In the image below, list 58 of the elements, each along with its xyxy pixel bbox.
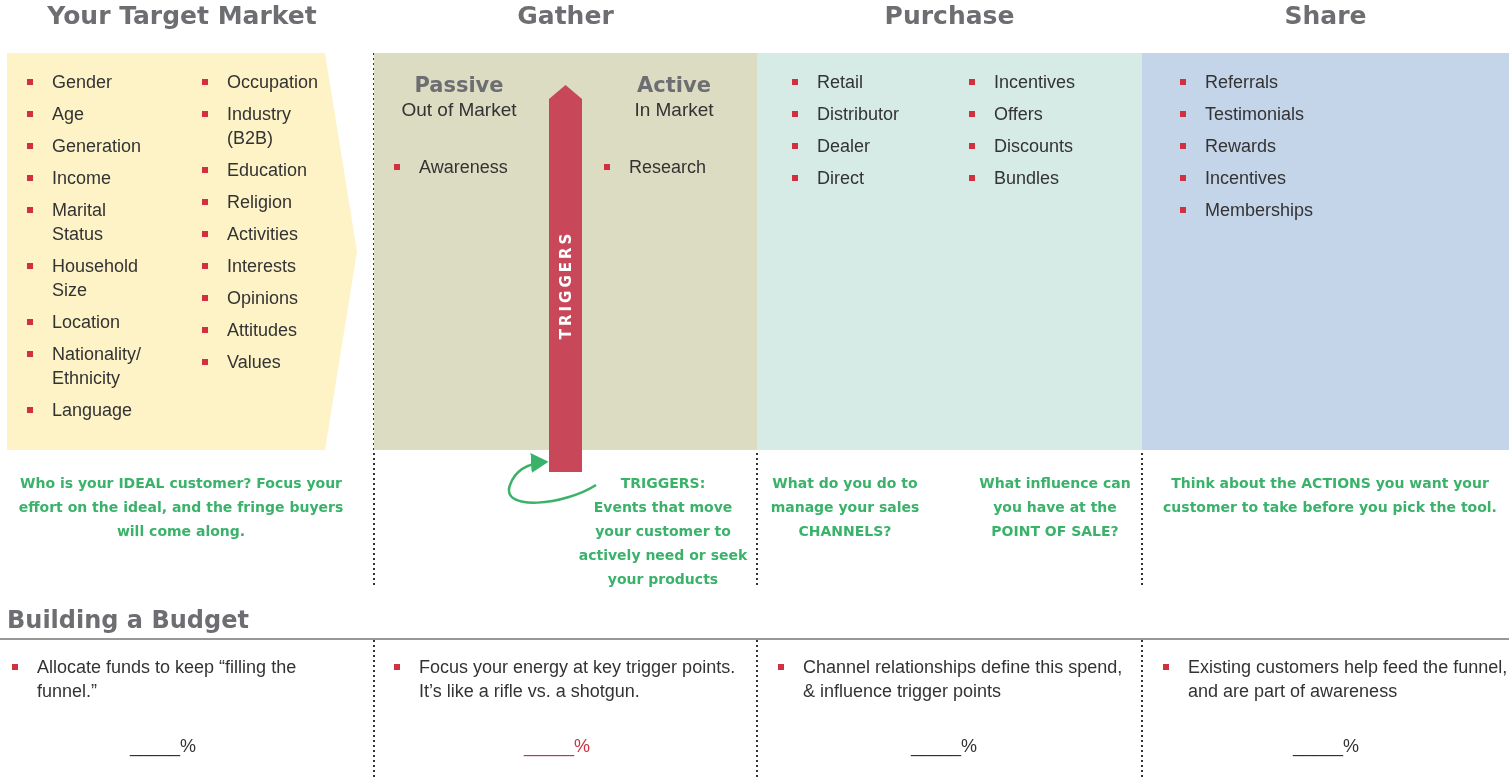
bullet-item: Activities: [202, 222, 332, 246]
bullet-item: Discounts: [969, 134, 1144, 158]
bullet-item: Research: [604, 155, 754, 179]
stage-title: Active: [636, 73, 712, 97]
bullet-item: Industry (B2B): [202, 102, 332, 150]
stage-title: Passive: [413, 73, 505, 97]
bullet-item: Retail: [792, 70, 967, 94]
bullet-item: Memberships: [1180, 198, 1355, 222]
bullet-item: Income: [27, 166, 157, 190]
bullet-item: Incentives: [969, 70, 1144, 94]
fill-in-line: _____%: [909, 736, 979, 757]
note-text: TRIGGERS:: [619, 474, 707, 493]
bullet-item: Dealer: [792, 134, 967, 158]
fill-in-line: _____%: [128, 736, 198, 757]
bullet-item: Offers: [969, 102, 1144, 126]
stage-subtitle: In Market: [633, 99, 715, 121]
column-heading: Share: [1283, 1, 1368, 30]
bullet-item: Values: [202, 350, 332, 374]
bullet-item: Age: [27, 102, 157, 126]
bullet-item: Distributor: [792, 102, 967, 126]
bullet-item: Religion: [202, 190, 332, 214]
bullet-item: Opinions: [202, 286, 332, 310]
bullet-item: Focus your energy at key trigger points. It’s like a rifle vs. a shotgun.: [394, 655, 759, 703]
bullet-item: Rewards: [1180, 134, 1355, 158]
bullet-item: Awareness: [394, 155, 534, 179]
bullet-item: Allocate funds to keep “filling the funnel.”: [12, 655, 337, 703]
bullet-item: Interests: [202, 254, 332, 278]
section-heading: Building a Budget: [7, 606, 250, 634]
bullet-item: Nationality/ Ethnicity: [27, 342, 157, 390]
note-text: What influence can you have at the POINT OF SALE?: [978, 474, 1132, 541]
bullet-item: Referrals: [1180, 70, 1355, 94]
note-text: Think about the ACTIONS you want your customer to take before you pick the tool.: [1162, 474, 1498, 517]
bullet-item: Direct: [792, 166, 967, 190]
column-heading: Gather: [516, 1, 615, 30]
column-heading: Purchase: [883, 1, 1016, 30]
bullet-item: Location: [27, 310, 157, 334]
bullet-item: Attitudes: [202, 318, 332, 342]
bullet-item: Household Size: [27, 254, 157, 302]
bullet-item: Channel relationships define this spend, & influence trigger points: [778, 655, 1123, 703]
note-text: Events that move your customer to actively need or seek your products: [578, 498, 748, 589]
bullet-item: Occupation: [202, 70, 332, 94]
bullet-item: Gender: [27, 70, 157, 94]
bullet-item: Existing customers help feed the funnel, and are part of awareness: [1163, 655, 1509, 703]
stage-subtitle: Out of Market: [400, 99, 518, 121]
curved-arrow: [508, 453, 597, 504]
bullet-item: Language: [27, 398, 157, 422]
bullet-item: Testimonials: [1180, 102, 1355, 126]
bullet-item: Marital Status: [27, 198, 157, 246]
fill-in-line: _____%: [1291, 736, 1361, 757]
bullet-item: Education: [202, 158, 332, 182]
column-heading: Your Target Market: [46, 1, 318, 30]
fill-in-line: _____%: [522, 736, 592, 757]
bullet-item: Incentives: [1180, 166, 1355, 190]
bullet-item: Generation: [27, 134, 157, 158]
note-text: Who is your IDEAL customer? Focus your effort on the ideal, and the fringe buyers will come along.: [17, 474, 345, 541]
arrow-label: TRIGGERS: [555, 229, 576, 342]
bullet-item: Bundles: [969, 166, 1144, 190]
note-text: What do you do to manage your sales CHANNELS?: [770, 474, 920, 541]
